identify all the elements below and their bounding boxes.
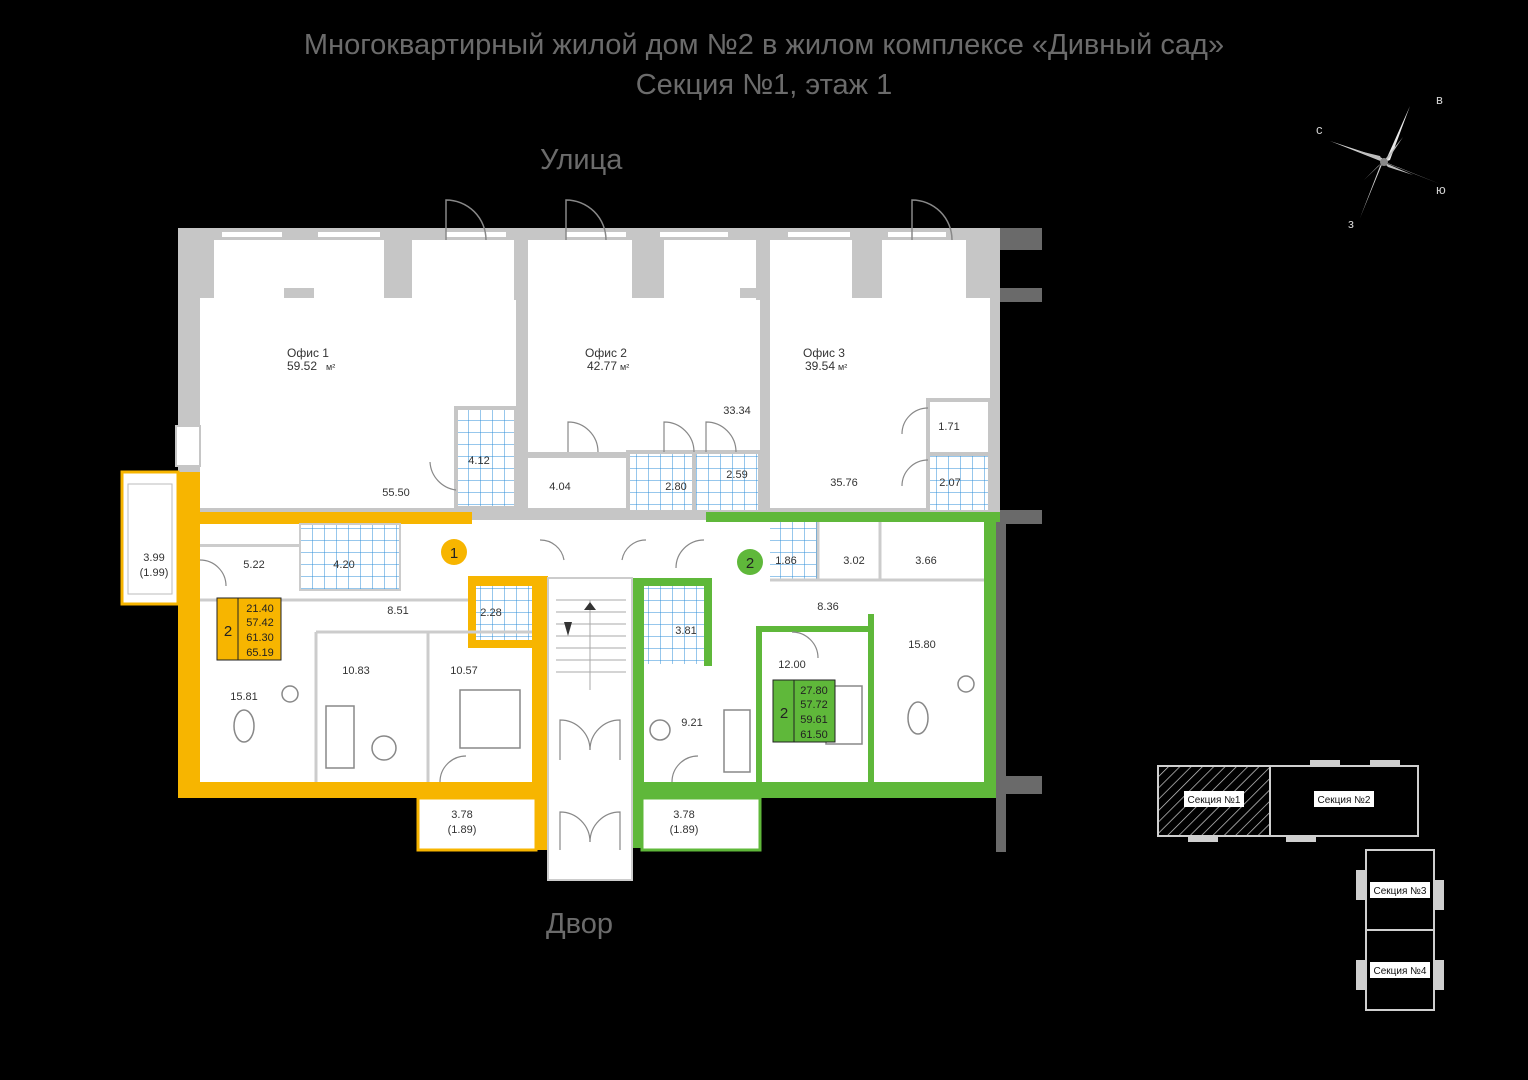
office-2-area: 42.77: [587, 359, 617, 373]
yard-label: Двор: [546, 908, 613, 940]
apartment-1-room-wc: 2.28: [480, 607, 501, 619]
office-3-room-main: 35.76: [830, 477, 858, 489]
apartment-1-room-kitchen: 5.22: [243, 559, 264, 571]
apartment-2-area-full: 61.50: [800, 729, 828, 741]
compass-letter-west: з: [1348, 216, 1354, 231]
apartment-1-info: [216, 597, 282, 661]
compass-letter-south: ю: [1436, 182, 1446, 197]
office-3-area: 39.54: [805, 359, 835, 373]
apartment-2-room-wc: 1.86: [775, 555, 796, 567]
street-label: Улица: [540, 144, 623, 176]
apartment-2-number: 2: [746, 555, 754, 572]
plan-subtitle: Секция №1, этаж 1: [635, 69, 893, 101]
office-2-unit: м²: [620, 362, 629, 372]
office-2-room-wc-1: 2.80: [665, 481, 686, 493]
apartment-1-marker: [441, 539, 467, 565]
key-section-1-label: Секция №1: [1188, 795, 1241, 806]
compass-letter-east: в: [1436, 92, 1443, 107]
apartment-1-balcony-1-reduced: (1.99): [140, 567, 169, 579]
key-section-2-label: Секция №2: [1318, 795, 1371, 806]
apartment-1-number: 1: [450, 545, 458, 562]
key-section-1-tag: [1184, 791, 1244, 807]
key-section-2-tag: [1314, 791, 1374, 807]
stairwell: [539, 539, 647, 881]
key-section-4-label: Секция №4: [1374, 966, 1427, 977]
office-1-unit: м²: [326, 362, 335, 372]
apartment-2-room-living: 15.80: [908, 639, 936, 651]
office-3-room-wc: 2.07: [939, 477, 960, 489]
apartment-2-room-wardrobe: 3.66: [915, 555, 936, 567]
apartment-1-balcony-2-reduced: (1.89): [448, 824, 477, 836]
apartment-1-area-with-balcony: 61.30: [246, 632, 274, 644]
office-2-room-wc-2: 2.59: [726, 469, 747, 481]
apartment-1-outline: [120, 470, 548, 852]
office-3-room-hall: 1.71: [938, 421, 959, 433]
office-1-room-wc: 4.12: [468, 455, 489, 467]
apartment-1-room-bath: 4.20: [333, 559, 354, 571]
apartment-1-room-bedroom-2: 10.57: [450, 665, 478, 677]
apartment-1-area-full: 65.19: [246, 647, 274, 659]
office-2-room-hall: 4.04: [549, 481, 570, 493]
office-2-name: Офис 2: [585, 346, 627, 360]
key-section-4-tag: [1370, 962, 1430, 978]
apartment-2-rooms-count: 2: [780, 705, 788, 722]
apartment-2-area-living: 27.80: [800, 685, 828, 697]
apartment-2-room-storage: 3.02: [843, 555, 864, 567]
office-1-area: 59.52: [287, 359, 317, 373]
apartment-1-room-living: 15.81: [230, 691, 258, 703]
apartment-1-rooms-count: 2: [224, 623, 232, 640]
office-1-room-main: 55.50: [382, 487, 410, 499]
apartment-2-room-hall: 8.36: [817, 601, 838, 613]
apartment-2-area-with-balcony: 59.61: [800, 714, 828, 726]
compass-rose-icon: [1330, 106, 1440, 218]
apartment-1-area-living: 21.40: [246, 603, 274, 615]
apartment-2-room-kitchen: 9.21: [681, 717, 702, 729]
apartment-2-balcony-area: 3.78: [673, 809, 694, 821]
apartment-1-room-hall: 8.51: [387, 605, 408, 617]
apartment-2-room-bedroom: 12.00: [778, 659, 806, 671]
apartment-2-room-bath: 3.81: [675, 625, 696, 637]
office-2-room-main: 33.34: [723, 405, 751, 417]
compass-letter-north: с: [1316, 122, 1323, 137]
apartment-2-area-total: 57.72: [800, 699, 828, 711]
apartment-1-balcony-2-area: 3.78: [451, 809, 472, 821]
apartment-2-balcony-reduced: (1.89): [670, 824, 699, 836]
apartment-1-room-bedroom-1: 10.83: [342, 665, 370, 677]
apartment-2-marker: [737, 549, 763, 575]
key-section-3-tag: [1370, 882, 1430, 898]
plan-title: Многоквартирный жилой дом №2 в жилом ком…: [303, 29, 1225, 61]
office-1-name: Офис 1: [287, 346, 329, 360]
key-section-3-label: Секция №3: [1374, 886, 1427, 897]
apartment-1-area-total: 57.42: [246, 617, 274, 629]
apartment-1-balcony-1-area: 3.99: [143, 552, 164, 564]
office-3-name: Офис 3: [803, 346, 845, 360]
office-3-unit: м²: [838, 362, 847, 372]
apartment-2-info: [772, 679, 836, 743]
